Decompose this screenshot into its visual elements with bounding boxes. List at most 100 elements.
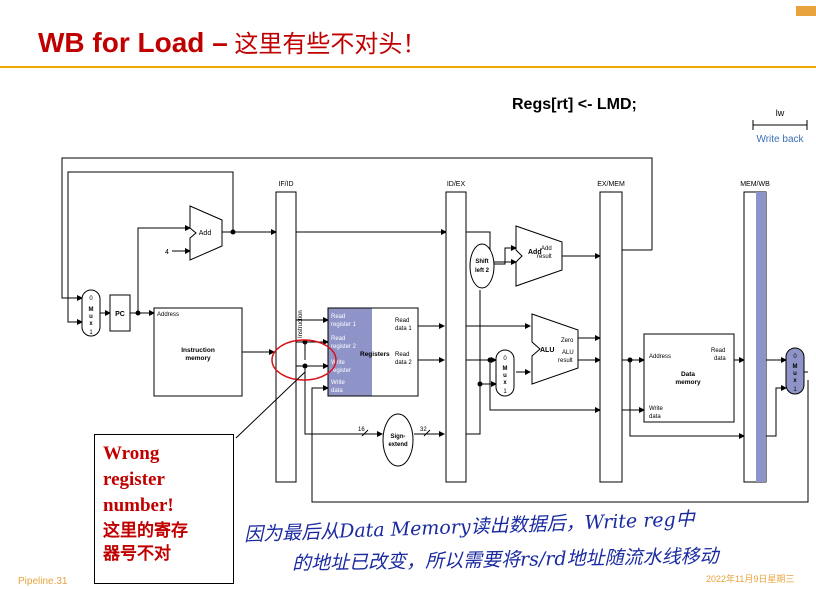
exmem-register bbox=[599, 191, 623, 483]
stage-name-label: Write back bbox=[756, 134, 804, 145]
svg-text:data: data bbox=[649, 414, 661, 420]
svg-text:Data: Data bbox=[681, 371, 695, 378]
memwb-highlight bbox=[756, 192, 766, 482]
data-memory bbox=[643, 333, 735, 423]
callout-pointer bbox=[235, 371, 306, 439]
svg-text:Registers: Registers bbox=[360, 351, 390, 358]
svg-text:Address: Address bbox=[157, 312, 179, 318]
rtl-statement: Regs[rt] <- LMD; bbox=[512, 96, 637, 113]
svg-text:u: u bbox=[503, 373, 507, 379]
writeback-mux: 0 M u x 1 bbox=[785, 347, 805, 395]
const-four: 4 bbox=[165, 249, 169, 256]
svg-text:memory: memory bbox=[675, 379, 701, 386]
slide-number: Pipeline.31 bbox=[18, 576, 68, 587]
svg-text:M: M bbox=[503, 366, 508, 372]
idex-label: ID/EX bbox=[447, 181, 466, 188]
svg-text:1: 1 bbox=[89, 330, 93, 336]
svg-text:Write: Write bbox=[331, 360, 346, 366]
svg-text:0: 0 bbox=[793, 354, 797, 360]
junction-dots bbox=[135, 229, 633, 387]
pc-label: PC bbox=[115, 311, 125, 318]
slide-title: WB for Load – 这里有些不对头！ bbox=[38, 24, 426, 59]
svg-text:1: 1 bbox=[793, 387, 797, 393]
error-highlight-ellipse bbox=[271, 339, 337, 381]
memwb-label: MEM/WB bbox=[740, 181, 770, 188]
idex-register bbox=[445, 191, 467, 483]
svg-text:ALU: ALU bbox=[540, 347, 554, 354]
svg-text:Shift: Shift bbox=[475, 259, 488, 265]
svg-text:ALU: ALU bbox=[562, 350, 574, 356]
pipeline-registers: IF/ID ID/EX EX/MEM MEM/WB bbox=[275, 181, 770, 483]
svg-text:data 2: data 2 bbox=[395, 360, 412, 366]
sign-extend bbox=[382, 413, 414, 467]
instruction-label: Instruction bbox=[298, 310, 304, 338]
svg-text:memory: memory bbox=[185, 355, 211, 362]
svg-text:result: result bbox=[537, 254, 552, 260]
register-file: Read register 1 Read register 2 Write re… bbox=[327, 307, 419, 397]
svg-text:data: data bbox=[714, 356, 726, 362]
svg-text:Add: Add bbox=[541, 246, 552, 252]
instruction-memory bbox=[153, 307, 243, 397]
svg-text:data: data bbox=[331, 388, 343, 394]
callout-line-2: register bbox=[103, 469, 165, 490]
callout-line-4: 这里的寄存 bbox=[103, 521, 188, 540]
svg-text:result: result bbox=[558, 358, 573, 364]
svg-text:x: x bbox=[793, 378, 797, 384]
svg-text:data 1: data 1 bbox=[395, 326, 412, 332]
stage-instr-label: lw bbox=[775, 108, 785, 118]
svg-text:M: M bbox=[793, 364, 798, 370]
svg-text:u: u bbox=[89, 314, 93, 320]
pc-adder bbox=[189, 205, 223, 261]
ifid-label: IF/ID bbox=[278, 181, 293, 188]
width-16: 16 bbox=[358, 427, 365, 433]
svg-text:Read: Read bbox=[395, 318, 409, 324]
svg-text:left 2: left 2 bbox=[475, 268, 490, 274]
svg-text:register 2: register 2 bbox=[331, 344, 357, 350]
svg-text:M: M bbox=[89, 307, 94, 313]
error-callout: Wrong register number! 这里的寄存 器号不对 bbox=[94, 434, 234, 584]
title-english: WB for Load – bbox=[38, 27, 228, 58]
svg-text:register: register bbox=[331, 368, 351, 374]
shift-left-2 bbox=[469, 243, 495, 289]
svg-text:x: x bbox=[503, 380, 507, 386]
svg-text:extend: extend bbox=[388, 442, 408, 448]
wires bbox=[61, 157, 809, 503]
alu-src-mux: 0 M u x 1 bbox=[495, 349, 515, 397]
title-underline bbox=[0, 66, 816, 68]
svg-text:Read: Read bbox=[331, 314, 345, 320]
svg-text:Instruction: Instruction bbox=[181, 347, 215, 354]
svg-text:x: x bbox=[89, 321, 93, 327]
alu bbox=[531, 313, 579, 385]
svg-text:Write: Write bbox=[331, 380, 346, 386]
callout-line-1: Wrong bbox=[103, 443, 160, 464]
stage-bracket bbox=[752, 120, 808, 130]
ifid-register bbox=[275, 191, 297, 483]
svg-text:Sign-: Sign- bbox=[391, 434, 406, 440]
svg-text:register 1: register 1 bbox=[331, 322, 357, 328]
svg-text:Read: Read bbox=[331, 336, 345, 342]
svg-text:Address: Address bbox=[649, 354, 671, 360]
stage-indicator: lw Write back bbox=[752, 108, 808, 145]
svg-text:u: u bbox=[793, 371, 797, 377]
width-32: 32 bbox=[420, 427, 427, 433]
callout-line-5: 器号不对 bbox=[103, 544, 171, 563]
svg-text:Add: Add bbox=[528, 249, 542, 256]
svg-text:Read: Read bbox=[395, 352, 409, 358]
exmem-label: EX/MEM bbox=[597, 181, 625, 188]
title-chinese: 这里有些不对头！ bbox=[227, 31, 427, 58]
callout-line-3: number! bbox=[103, 495, 174, 516]
corner-accent bbox=[796, 6, 816, 16]
pc-register bbox=[109, 294, 131, 332]
pc-adder-label: Add bbox=[199, 230, 212, 237]
svg-text:1: 1 bbox=[503, 389, 507, 395]
svg-text:Zero: Zero bbox=[561, 338, 574, 344]
slide-date: 2022年11月9日星期三 bbox=[706, 574, 795, 584]
svg-text:0: 0 bbox=[89, 296, 93, 302]
pc-mux: 0 M u x 1 bbox=[81, 289, 101, 337]
svg-text:0: 0 bbox=[503, 356, 507, 362]
svg-text:Read: Read bbox=[711, 348, 725, 354]
branch-adder bbox=[515, 225, 563, 287]
svg-text:Write: Write bbox=[649, 406, 664, 412]
top-bar bbox=[0, 0, 816, 18]
